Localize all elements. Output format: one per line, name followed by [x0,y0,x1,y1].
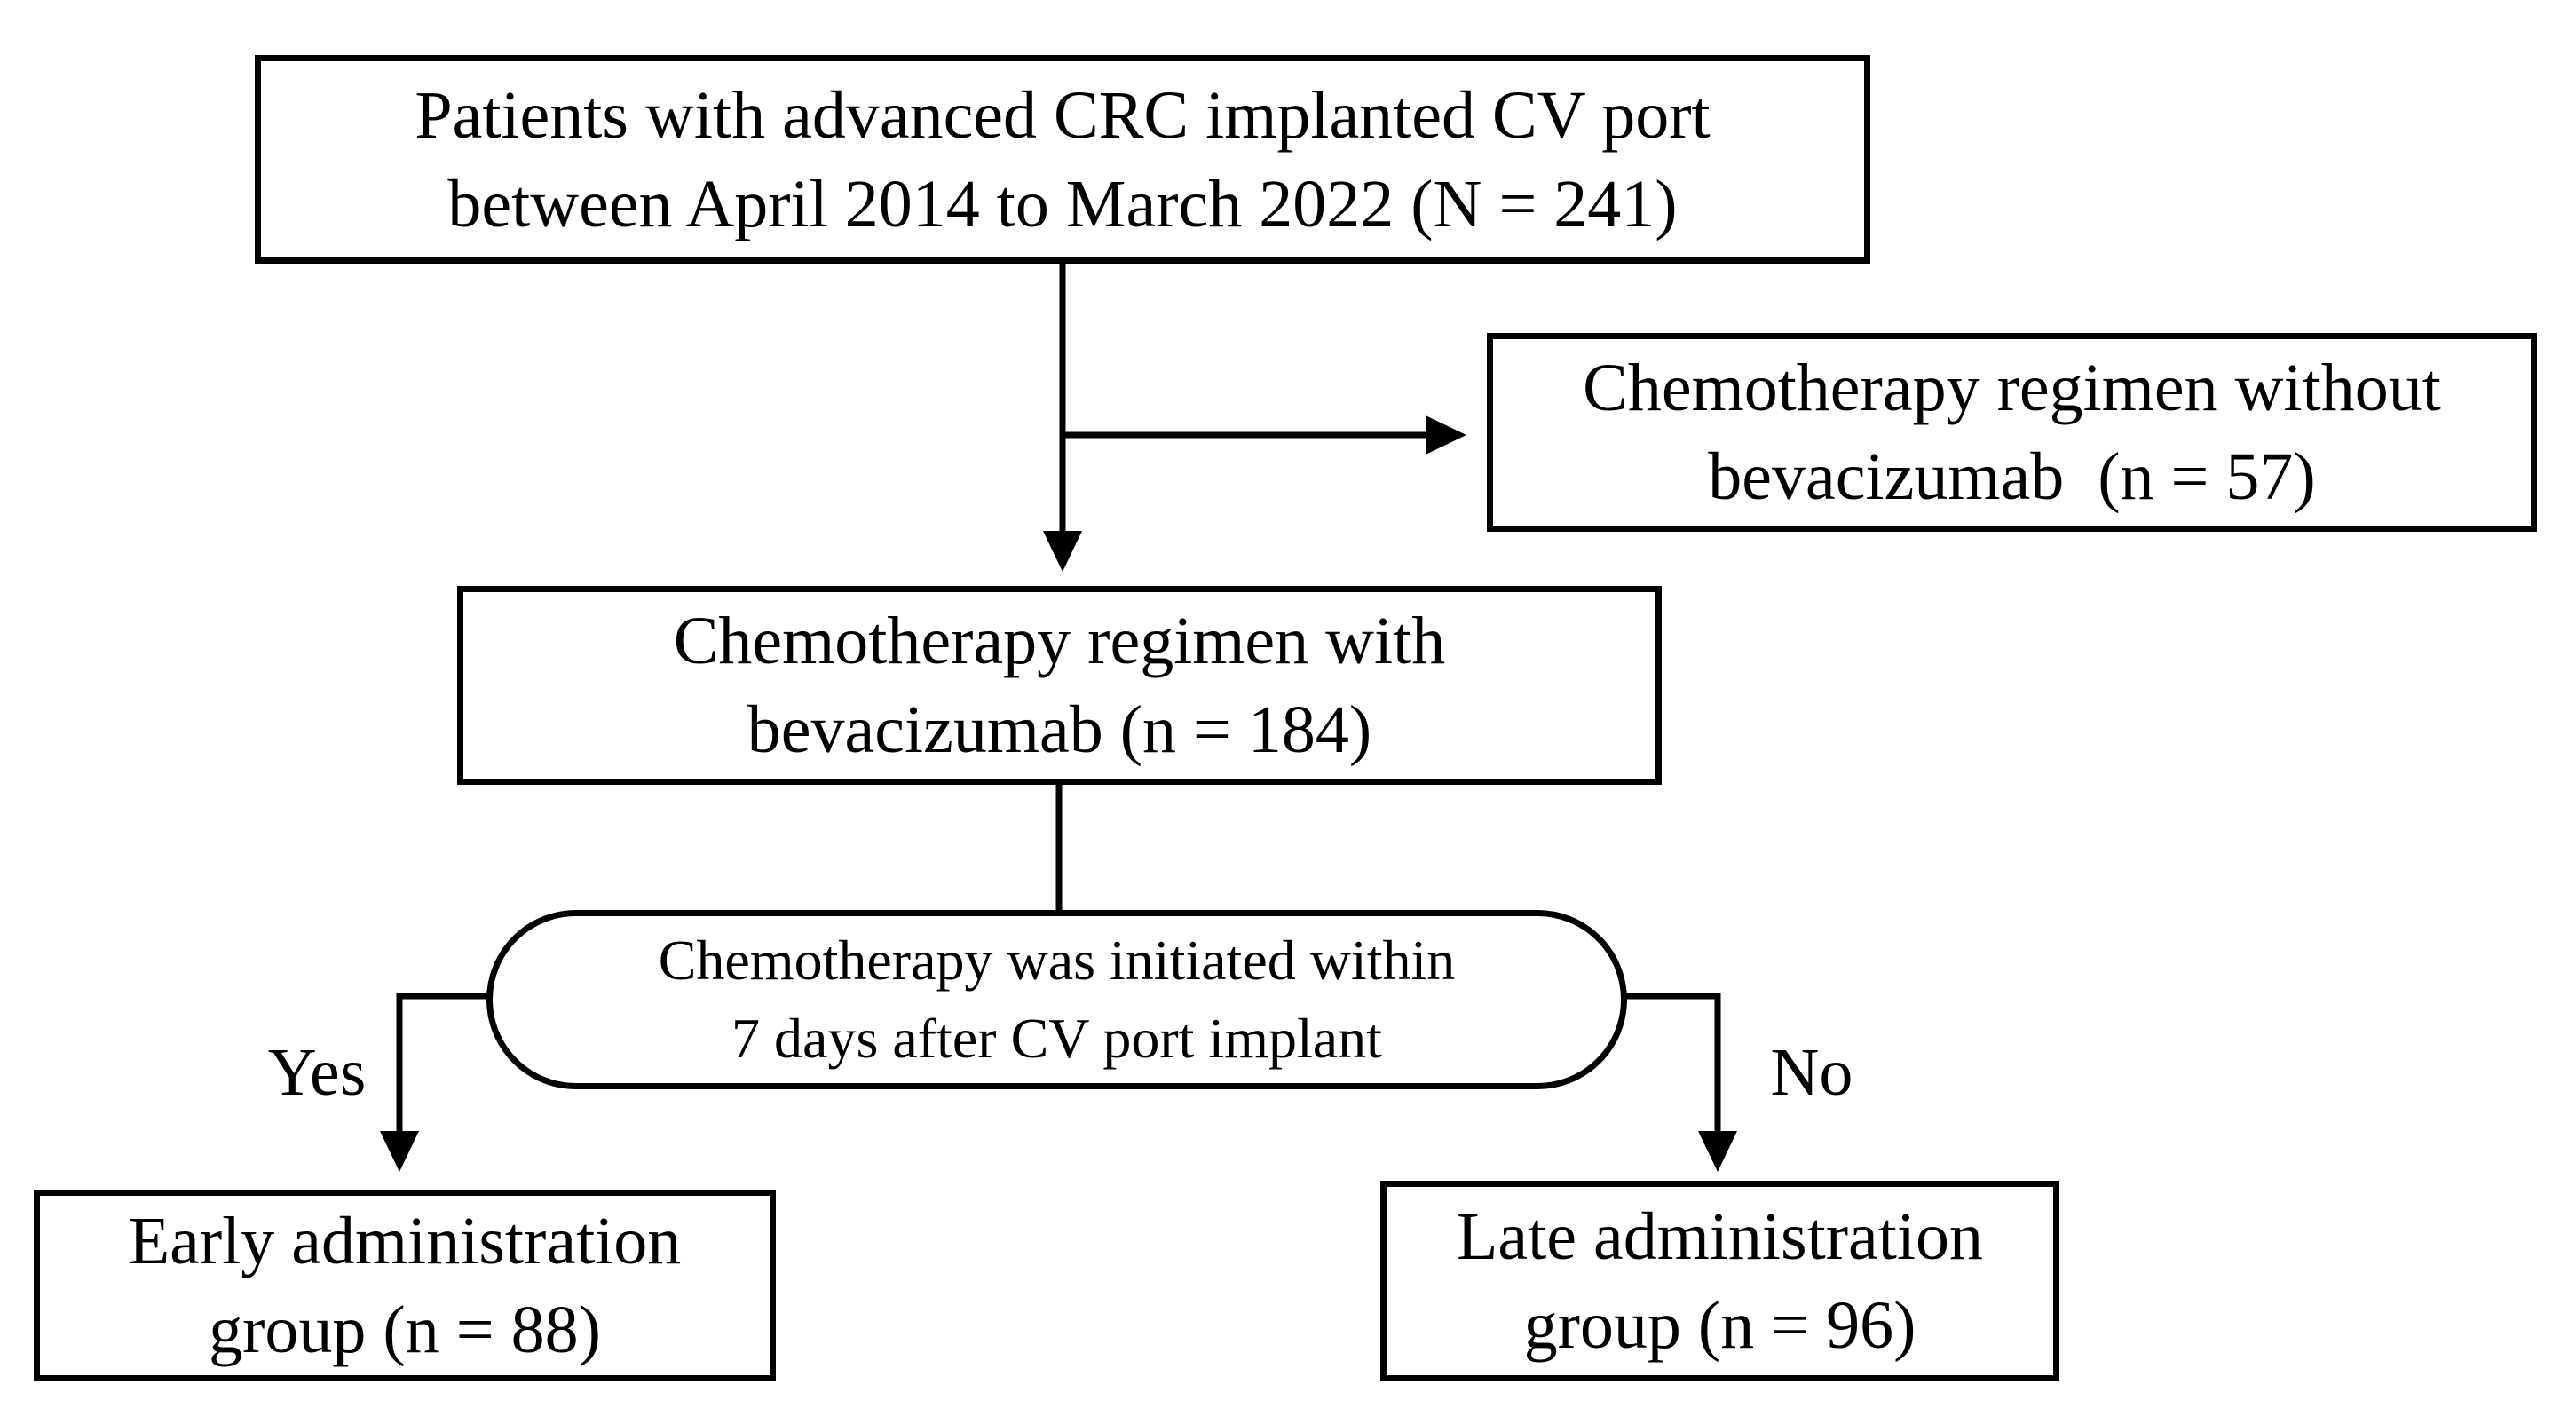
node-included-text: Chemotherapy regimen with bevacizumab (n… [673,604,1446,767]
node-eligible-patients: Patients with advanced CRC implanted CV … [255,55,1870,264]
edge-label-no: No [1770,1035,1853,1110]
node-eligible-patients-text: Patients with advanced CRC implanted CV … [415,77,1711,241]
node-late-text: Late administration group (n = 96) [1456,1199,1984,1363]
node-decision-text: Chemotherapy was initiated within 7 days… [658,929,1456,1070]
node-regimen-with-bevacizumab: Chemotherapy regimen with bevacizumab (n… [457,586,1662,785]
connector-decision-to-late [1624,993,1721,1133]
arrowhead-right-icon [1426,415,1466,455]
node-early-administration-group: Early administration group (n = 88) [34,1190,776,1381]
arrowhead-down-icon [380,1131,419,1172]
node-decision-chemo-within-7-days: Chemotherapy was initiated within 7 days… [486,910,1627,1089]
node-late-administration-group: Late administration group (n = 96) [1380,1181,2059,1381]
connector-decision-to-early [396,993,490,1133]
node-early-text: Early administration group (n = 88) [128,1204,682,1367]
arrowhead-down-icon [1698,1131,1737,1172]
edge-label-yes: Yes [267,1035,367,1110]
node-excluded-text: Chemotherapy regimen without bevacizumab… [1583,351,2441,514]
node-excluded-without-bevacizumab: Chemotherapy regimen without bevacizumab… [1487,333,2537,532]
arrowhead-down-icon [1043,531,1082,572]
